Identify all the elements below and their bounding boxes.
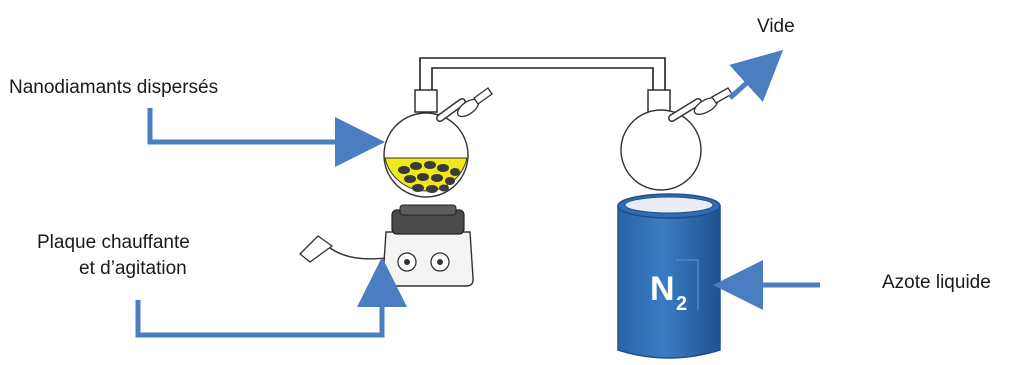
n2-symbol: N — [650, 270, 675, 308]
vacuum-label: Vide — [757, 16, 795, 37]
arrow-to-hotplate — [135, 257, 407, 338]
arrow-vacuum — [728, 49, 784, 103]
connecting-tube — [419, 57, 666, 92]
hotplate-stirrer — [299, 204, 474, 287]
hotplate-label-line1: Plaque chauffante — [37, 232, 190, 253]
right-flask — [620, 87, 733, 191]
n2-subscript: 2 — [676, 293, 687, 315]
arrows — [135, 49, 820, 338]
liquid-nitrogen-dewar: N 2 — [617, 193, 721, 359]
left-flask — [383, 87, 493, 198]
arrow-to-flask — [147, 108, 385, 167]
nanodiamond-particles — [398, 161, 460, 193]
nanodiamonds-label: Nanodiamants dispersés — [9, 77, 219, 98]
hotplate-label-line2: et d’agitation — [79, 258, 187, 279]
liquid-nitrogen-label: Azote liquide — [882, 272, 991, 293]
